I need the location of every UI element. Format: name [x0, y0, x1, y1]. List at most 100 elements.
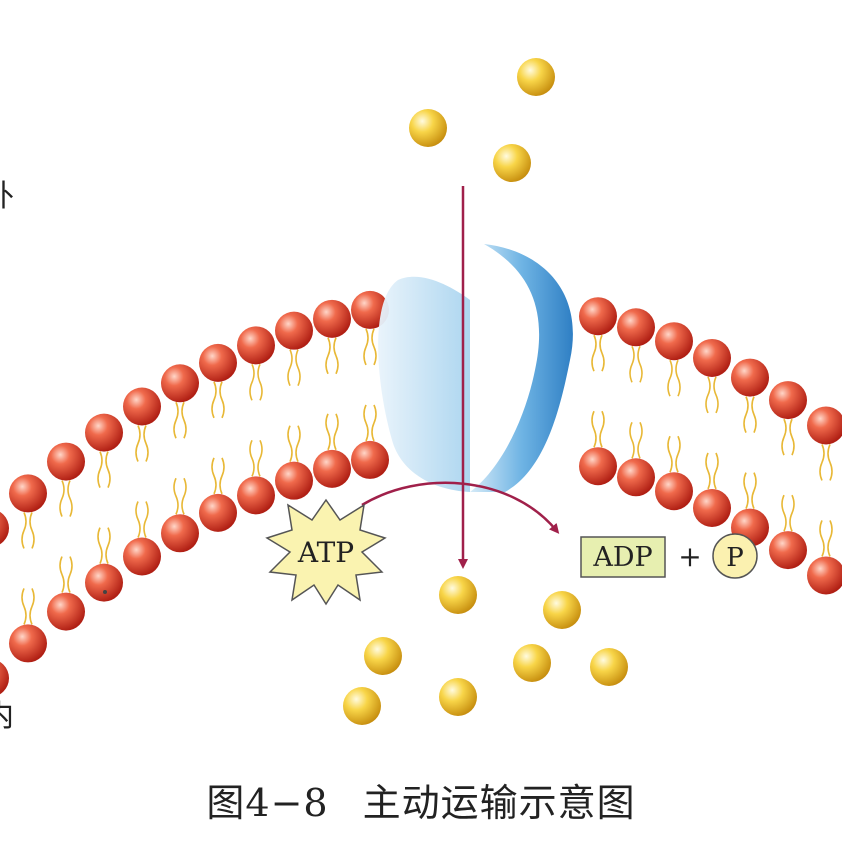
- phospholipid-head: [9, 624, 47, 663]
- molecules-outside: [409, 58, 555, 182]
- lipid-tail: [59, 556, 73, 593]
- phospholipid-heads: [0, 290, 842, 695]
- transported-molecule: [409, 109, 447, 147]
- phospholipid-head: [313, 299, 351, 338]
- lipid-tail: [325, 337, 339, 375]
- lipid-tails: [21, 328, 833, 625]
- phospholipid-head: [85, 563, 123, 602]
- lipid-tail: [287, 349, 301, 386]
- phospholipid-head: [237, 476, 275, 515]
- molecules-inside: [343, 576, 628, 725]
- lipid-tail: [743, 472, 757, 509]
- phospholipid-head: [693, 488, 731, 527]
- figure-caption: 图4−8 主动运输示意图: [0, 772, 842, 827]
- phospholipid-head: [731, 358, 769, 397]
- phospholipid-head: [655, 472, 693, 511]
- lipid-tail: [135, 425, 149, 462]
- carrier-protein: [378, 244, 573, 492]
- transported-molecule: [513, 644, 551, 682]
- phospholipid-head: [199, 493, 237, 532]
- adp-products: ADP + P: [580, 533, 758, 579]
- phospholipid-head: [579, 447, 617, 486]
- lipid-tail: [21, 512, 35, 549]
- phospholipid-head: [807, 556, 842, 595]
- phospholipid-head: [275, 311, 313, 350]
- lipid-tail: [173, 477, 187, 515]
- atp-label: ATP: [297, 536, 354, 569]
- phospholipid-head: [161, 514, 199, 553]
- lipid-tail: [781, 494, 795, 532]
- adp-box: [580, 536, 666, 578]
- phospholipid-head: [85, 413, 123, 452]
- lipid-tail: [629, 345, 643, 383]
- lipid-tail: [743, 396, 757, 433]
- inside-side-label: 内: [0, 700, 14, 734]
- phospholipid-head: [351, 290, 389, 329]
- figure-title: 主动运输示意图: [362, 781, 636, 825]
- energy-arrow: [361, 481, 560, 534]
- phospholipid-head: [351, 440, 389, 479]
- lipid-tail: [705, 376, 719, 414]
- transported-molecule: [517, 58, 555, 96]
- phospholipid-head: [807, 406, 842, 445]
- phospholipid-head: [199, 343, 237, 382]
- lipid-tail: [135, 501, 149, 538]
- plus-sign: +: [678, 540, 701, 573]
- lipid-tail: [21, 588, 35, 625]
- lipid-tail: [667, 435, 681, 473]
- phospholipid-head: [655, 322, 693, 361]
- phospholipid-head: [617, 458, 655, 497]
- phospholipid-head: [769, 531, 807, 570]
- phosphate-label: P: [726, 543, 744, 573]
- lipid-tail: [819, 520, 833, 557]
- phosphate-circle: [712, 533, 758, 579]
- phospholipid-head: [313, 449, 351, 488]
- phospholipid-head: [123, 537, 161, 576]
- phospholipid-head: [47, 442, 85, 481]
- atp-burst: ATP: [265, 498, 387, 606]
- lipid-tail: [173, 401, 187, 439]
- transported-molecule: [364, 637, 402, 675]
- transported-molecule: [439, 678, 477, 716]
- phospholipid-head: [275, 461, 313, 500]
- phospholipid-head: [617, 308, 655, 347]
- phospholipid-head: [579, 297, 617, 336]
- lipid-tail: [629, 421, 643, 459]
- transported-molecule: [493, 144, 531, 182]
- speck: [103, 590, 107, 594]
- lipid-tail: [211, 381, 225, 419]
- lipid-tail: [97, 527, 111, 564]
- phospholipid-head: [237, 326, 275, 365]
- phospholipid-head: [769, 381, 807, 420]
- lipid-tail: [819, 444, 833, 481]
- phospholipid-head: [47, 592, 85, 631]
- lipid-tail: [249, 364, 263, 401]
- adp-label: ADP: [592, 542, 652, 573]
- phospholipid-head: [0, 661, 9, 695]
- phospholipid-head: [0, 511, 9, 545]
- lipid-tail: [705, 452, 719, 490]
- lipid-tail: [781, 418, 795, 456]
- lipid-tail: [287, 425, 301, 462]
- transported-molecule: [543, 591, 581, 629]
- phospholipid-head: [9, 474, 47, 513]
- lipid-tail: [211, 457, 225, 495]
- outside-side-label: 外: [0, 180, 14, 214]
- phospholipid-head: [161, 364, 199, 403]
- lipid-tail: [97, 451, 111, 488]
- lipid-tail: [363, 328, 377, 366]
- transported-molecule: [439, 576, 477, 614]
- lipid-tail: [59, 480, 73, 517]
- figure-number: 图4−8: [206, 781, 329, 825]
- transported-molecule: [590, 648, 628, 686]
- lipid-tail: [591, 334, 605, 372]
- lipid-tail: [591, 410, 605, 448]
- lipid-tail: [667, 359, 681, 397]
- transported-molecule: [343, 687, 381, 725]
- lipid-tail: [325, 413, 339, 451]
- phospholipid-head: [123, 387, 161, 426]
- lipid-tail: [249, 440, 263, 477]
- phospholipid-head: [693, 338, 731, 377]
- lipid-tail: [363, 404, 377, 442]
